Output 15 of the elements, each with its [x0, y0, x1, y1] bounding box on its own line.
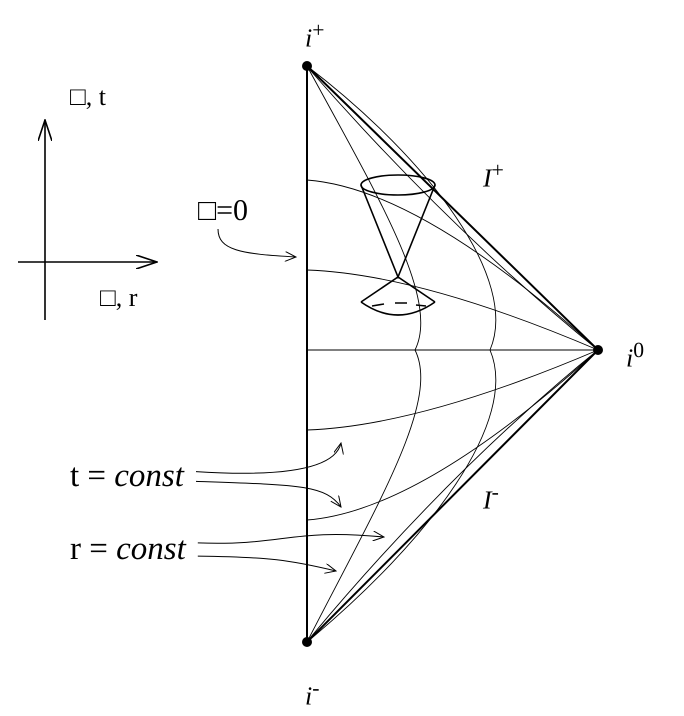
- diagram-label: I$^{-}$: [483, 482, 499, 514]
- diagram-label: i$^{+}$: [305, 20, 324, 52]
- diagram-label: □, t: [70, 84, 106, 110]
- diagram-label: □, r: [100, 285, 138, 311]
- leader-arrow: [197, 556, 336, 574]
- diagram-label: i$^{0}$: [626, 340, 644, 372]
- annotation-label: □=0: [198, 196, 248, 226]
- leader-arrow: [197, 530, 384, 544]
- annotation-label: r = const: [70, 533, 186, 566]
- leader-arrow: [196, 442, 342, 474]
- leader-arrow: [218, 228, 296, 262]
- diagram-label: I$^{+}$: [483, 160, 504, 192]
- annotation-label: t = const: [70, 460, 184, 493]
- diagram-label: i$^{-}$: [305, 678, 320, 710]
- leader-arrow: [196, 480, 342, 508]
